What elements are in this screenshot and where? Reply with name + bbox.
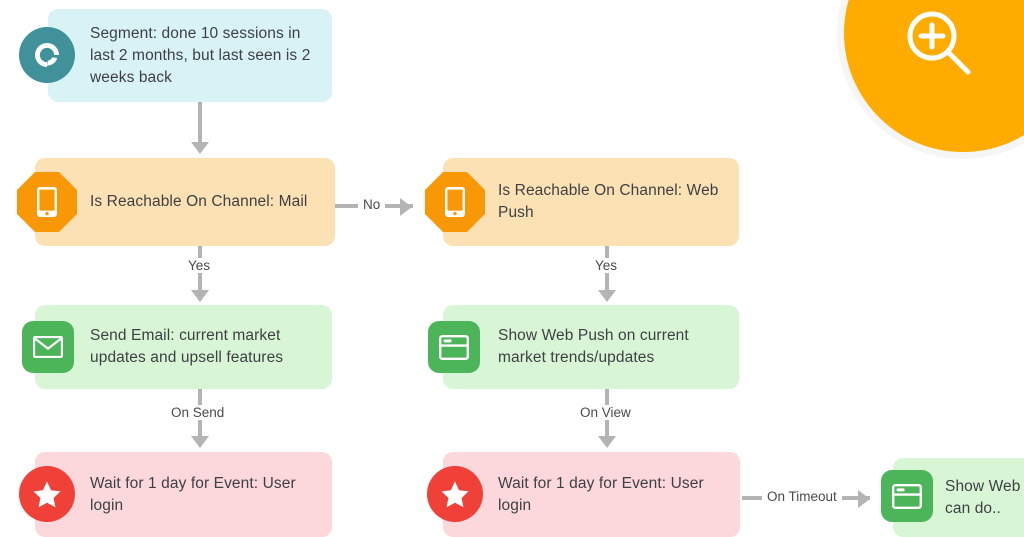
star-icon	[19, 466, 75, 522]
arrowhead-email-onsend	[191, 436, 209, 448]
edge-label-on-view: On View	[575, 405, 636, 420]
mobile-device-icon	[17, 172, 77, 232]
edge-label-on-timeout: On Timeout	[762, 489, 842, 504]
node-is-reachable-webpush-label: Is Reachable On Channel: Web Push	[498, 182, 719, 221]
node-segment-label: Segment: done 10 sessions in last 2 mont…	[90, 24, 311, 86]
node-wait-left[interactable]: Wait for 1 day for Event: User login	[35, 452, 332, 537]
browser-window-icon	[428, 321, 480, 373]
node-is-reachable-webpush[interactable]: Is Reachable On Channel: Web Push	[443, 158, 739, 246]
segment-donut-icon	[19, 27, 75, 83]
edge-label-no: No	[358, 197, 386, 212]
node-is-reachable-mail-label: Is Reachable On Channel: Mail	[90, 193, 308, 210]
edge-label-webpush-yes: Yes	[590, 258, 623, 273]
arrowhead-mail-yes	[191, 290, 209, 302]
node-wait-right[interactable]: Wait for 1 day for Event: User login	[443, 452, 740, 537]
edge-label-mail-yes: Yes	[183, 258, 216, 273]
node-wait-right-label: Wait for 1 day for Event: User login	[498, 474, 704, 514]
arrowhead-segment-to-mail	[191, 142, 209, 154]
node-show-web-truncated-label: Show Web can do..	[945, 477, 1021, 517]
envelope-icon	[22, 321, 74, 373]
node-is-reachable-mail[interactable]: Is Reachable On Channel: Mail	[35, 158, 335, 246]
arrowhead-mail-to-webpush	[400, 198, 412, 216]
node-show-webpush[interactable]: Show Web Push on current market trends/u…	[443, 305, 739, 389]
star-icon	[427, 466, 483, 522]
node-send-email[interactable]: Send Email: current market updates and u…	[35, 305, 332, 389]
node-send-email-label: Send Email: current market updates and u…	[90, 327, 284, 366]
zoom-in-button[interactable]	[844, 0, 1024, 152]
arrowhead-webpush-onview	[598, 436, 616, 448]
connector-segment-to-mail	[198, 102, 202, 146]
node-wait-left-label: Wait for 1 day for Event: User login	[90, 474, 296, 514]
arrowhead-wait-ontimeout	[858, 490, 870, 508]
mobile-device-icon	[425, 172, 485, 232]
zoom-in-magnifier-icon	[902, 6, 976, 85]
edge-label-on-send: On Send	[166, 405, 230, 420]
node-segment[interactable]: Segment: done 10 sessions in last 2 mont…	[48, 9, 332, 102]
node-show-webpush-label: Show Web Push on current market trends/u…	[498, 327, 689, 366]
arrowhead-webpush-yes	[598, 290, 616, 302]
browser-window-icon	[881, 470, 933, 522]
